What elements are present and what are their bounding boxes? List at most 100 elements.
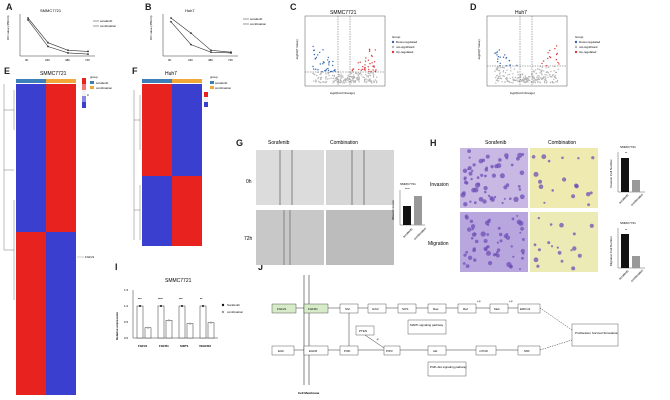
volcano-point [313, 68, 315, 70]
volcano-point [313, 80, 315, 82]
bar-1 [186, 323, 194, 339]
volcano-point [335, 78, 337, 80]
volcano-point [550, 76, 552, 78]
volcano-point [497, 80, 500, 82]
bar-0 [136, 305, 144, 339]
cell [518, 188, 522, 191]
panel-c-ylabel: -log10(P Value) [295, 39, 299, 60]
cell [571, 266, 576, 271]
cell [543, 201, 546, 204]
volcano-point [540, 69, 542, 72]
panel-c-xlabel: log2(Fold Change) [330, 91, 355, 95]
volcano-point [517, 80, 519, 83]
cell [482, 199, 487, 204]
bar-point [181, 305, 183, 307]
panel-d-xlabel: log2(Fold Change) [510, 91, 535, 95]
node-ras [427, 303, 447, 314]
panel-e-block-1 [16, 84, 46, 232]
volcano-point [530, 81, 532, 83]
volcano-point [347, 79, 349, 81]
panel-g-bar-ylabel: Wound closure [391, 200, 395, 220]
volcano-point [371, 55, 373, 58]
cell [467, 255, 473, 260]
cell [485, 166, 489, 170]
volcano-point [551, 80, 554, 83]
volcano-point [373, 65, 375, 67]
volcano-point [523, 79, 525, 82]
volcano-point [372, 65, 374, 67]
panel-e-block-3 [16, 232, 46, 395]
volcano-point [555, 77, 557, 79]
volcano-point [518, 76, 520, 79]
node-egf [271, 345, 295, 356]
volcano-point [335, 76, 338, 79]
panel-i-sig-1: **** [158, 297, 164, 301]
cell [471, 169, 474, 173]
volcano-point [367, 66, 369, 68]
volcano-point [545, 78, 547, 80]
volcano-point [315, 56, 318, 59]
volcano-point [534, 69, 537, 71]
volcano-point [536, 76, 538, 78]
cell [464, 214, 469, 219]
cell [570, 249, 573, 252]
cell [492, 253, 496, 257]
node-outcome [571, 323, 619, 347]
panel-i-legend-1: combination [227, 310, 244, 314]
volcano-point [340, 81, 342, 83]
cell [468, 171, 473, 176]
cell [473, 258, 477, 262]
volcano-point [525, 78, 527, 81]
volcano-point [499, 77, 502, 79]
volcano-point [322, 63, 324, 65]
cell [465, 264, 470, 268]
mark-p-1: +p [477, 299, 481, 303]
cell [501, 201, 504, 205]
volcano-point [503, 75, 505, 78]
volcano-point [349, 72, 351, 74]
node-outcome-label: Proliferation Survival Stimulation [575, 331, 619, 335]
cell [505, 156, 509, 160]
panel-h-img-4 [530, 212, 598, 272]
node-fgf21-label: FGF21 [277, 307, 287, 311]
volcano-point [498, 76, 500, 78]
volcano-point [323, 81, 325, 83]
panel-b-xtick-3: 72h [228, 58, 233, 62]
panel-i-cat-3: VEGFR2 [199, 344, 211, 348]
volcano-point [372, 73, 375, 76]
volcano-point [505, 65, 508, 67]
volcano-point [543, 80, 546, 83]
volcano-point [362, 76, 364, 78]
volcano-point [334, 69, 336, 71]
volcano-point [527, 81, 529, 83]
panel-d-legend-2: Up-regulated [579, 50, 597, 54]
volcano-point [333, 75, 335, 78]
volcano-point [512, 82, 514, 84]
cell [577, 253, 582, 258]
node-mapk-label: MAPK signaling pathway [410, 323, 444, 327]
volcano-point [318, 80, 320, 83]
panel-j-pathway: Cell Membrane FGF21 FGFR1 Shc Grb2 SOS R… [271, 275, 619, 395]
volcano-point [336, 81, 338, 83]
volcano-point [535, 72, 537, 75]
volcano-point [341, 75, 344, 77]
volcano-point [521, 73, 524, 75]
volcano-point [327, 72, 329, 74]
volcano-point [353, 81, 355, 84]
volcano-point [343, 81, 345, 83]
volcano-point [556, 79, 559, 82]
volcano-point [317, 54, 319, 56]
volcano-point [336, 79, 338, 81]
point [47, 41, 49, 44]
volcano-point [499, 56, 501, 58]
volcano-point [330, 77, 332, 79]
volcano-point [342, 76, 344, 79]
cell [589, 191, 593, 195]
volcano-point [549, 81, 552, 84]
volcano-point [313, 49, 315, 52]
volcano-point [320, 81, 322, 84]
point [87, 53, 89, 55]
volcano-point [543, 70, 545, 72]
volcano-point [358, 81, 360, 83]
cell [517, 152, 523, 158]
